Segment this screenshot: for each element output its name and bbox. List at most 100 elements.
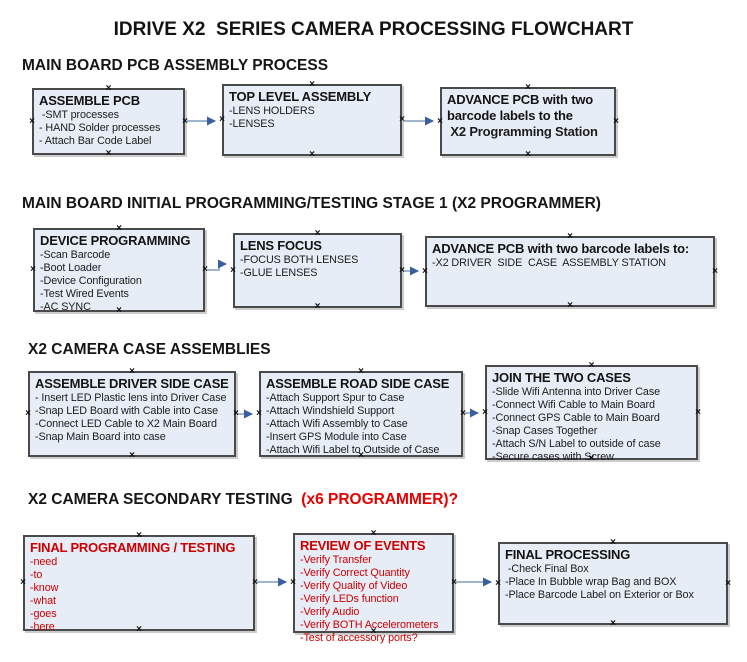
connection-handle-icon: × [567,231,573,242]
flow-box-item: -Attach Windshield Support [266,405,395,417]
connection-handle-icon: × [105,83,112,94]
flow-box-item: -Verify Quality of Video [300,580,408,592]
flow-box-items: -SMT processes- HAND Solder processes- A… [39,109,183,148]
flow-box-item: -Check Final Box [505,563,589,575]
section-heading-programmer-note: (x6 PROGRAMMER)? [297,491,459,508]
flow-box-item: - Insert LED Plastic lens into Driver Ca… [35,392,227,404]
connection-handle-icon: × [610,537,616,548]
connection-handle-icon: × [129,366,135,377]
flow-box-items: -FOCUS BOTH LENSES-GLUE LENSES [240,254,400,280]
section-heading-secondary-testing-black: X2 CAMERA SECONDARY TESTING [28,491,297,508]
flow-box-final-programming-testing[interactable]: FINAL PROGRAMMING / TESTING -need-to-kno… [20,530,258,635]
connection-handle-icon: × [25,408,31,419]
flow-box-items: -Check Final Box-Place In Bubble wrap Ba… [505,563,726,602]
connection-handle-icon: × [309,149,315,160]
connection-handle-icon: × [129,450,135,461]
connection-handle-icon: × [256,408,262,419]
flow-box-item: -LENS HOLDERS [229,105,315,117]
connection-handle-icon: × [136,530,142,541]
flow-box-assemble-road-side-case[interactable]: ASSEMBLE ROAD SIDE CASE -Attach Support … [256,366,466,461]
flow-box-item: -GLUE LENSES [240,267,318,279]
flow-box-title: TOP LEVEL ASSEMBLY [229,89,372,104]
flow-box-item: -Slide Wifi Antenna into Driver Case [492,386,661,398]
flow-box-items: -X2 DRIVER SIDE CASE ASSEMBLY STATION [432,257,713,270]
flow-box-title: FINAL PROGRAMMING / TESTING [30,540,236,555]
flow-box-item: -AC SYNC [40,301,91,313]
flow-box-final-processing[interactable]: FINAL PROCESSING -Check Final Box-Place … [495,537,731,629]
flow-box-item: -Connect GPS Cable to Main Board [492,412,660,424]
connection-handle-icon: × [610,618,616,629]
flow-box-item: -Verify BOTH Accelerometers [300,619,439,631]
connection-handle-icon: × [314,228,321,239]
flow-box-item: -Attach S/N Label to outside of case [492,438,661,450]
connection-handle-icon: × [525,82,531,93]
flow-box-title: ADVANCE PCB with two barcode labels to: [432,241,690,256]
flow-box-item: -Snap LED Board with Cable into Case [35,405,219,417]
flow-box-title: ASSEMBLE DRIVER SIDE CASE [35,376,229,391]
connector-arrow-device-programming-to-lens-focus [207,259,227,271]
flow-box-lens-focus[interactable]: LENS FOCUS -FOCUS BOTH LENSES-GLUE LENSE… [230,228,405,312]
flow-box-item: -Scan Barcode [40,249,111,261]
flow-box-item: -Place In Bubble wrap Bag and BOX [505,576,677,588]
flow-box-items: -need-to-know-what-goes-here [30,556,253,634]
flow-box-items: -Scan Barcode-Boot Loader-Device Configu… [40,249,203,314]
flow-box-item: -goes [30,608,57,620]
flow-box-item: -to [30,569,43,581]
flow-box-item: -Snap Cases Together [492,425,598,437]
connection-handle-icon: × [588,360,595,371]
connection-handle-icon: × [495,577,501,589]
flow-box-item: -Attach Wifi Assembly to Case [266,418,408,430]
flow-box-item: -need [30,556,58,568]
section-heading-initial-programming: MAIN BOARD INITIAL PROGRAMMING/TESTING S… [22,195,601,212]
flow-box-item: -Attach Wifi Label to Outside of Case [266,444,440,456]
flow-box-item: - Attach Bar Code Label [39,135,152,147]
flow-box-assemble-pcb[interactable]: ASSEMBLE PCB -SMT processes- HAND Solder… [29,83,188,159]
connection-handle-icon: × [567,300,573,311]
connection-handle-icon: × [309,79,315,90]
flow-box-item: - HAND Solder processes [39,122,161,134]
flow-box-assemble-driver-side-case[interactable]: ASSEMBLE DRIVER SIDE CASE - Insert LED P… [25,366,239,461]
flow-box-item: -Test of accessory ports? [300,632,418,644]
flowchart-title: IDRIVE X2 SERIES CAMERA PROCESSING FLOWC… [113,19,634,40]
flow-box-item: -Verify Transfer [300,554,372,566]
flow-box-title: DEVICE PROGRAMMING [40,233,191,248]
connection-handle-icon: × [482,406,488,418]
connection-handle-icon: × [314,301,321,312]
connection-handle-icon: × [20,577,26,588]
flow-box-item: -Insert GPS Module into Case [266,431,407,443]
connection-handle-icon: × [105,148,112,159]
flow-box-join-the-two-cases[interactable]: JOIN THE TWO CASES -Slide Wifi Antenna i… [482,360,701,464]
flow-box-advance-to-programming-station[interactable]: ADVANCE PCB with two barcode labels to t… [437,82,619,160]
flow-box-items: - Insert LED Plastic lens into Driver Ca… [35,392,234,444]
flow-box-item: -Test Wired Events [40,288,129,300]
section-heading-case-assemblies: X2 CAMERA CASE ASSEMBLIES [28,341,271,358]
flow-box-item: -Snap Main Board into case [35,431,166,443]
flow-box-advance-to-case-assembly[interactable]: ADVANCE PCB with two barcode labels to: … [422,231,718,311]
flow-box-item: -Verify Audio [300,606,360,618]
flow-box-item: -know [30,582,59,594]
flow-box-items: -Verify Transfer-Verify Correct Quantity… [300,554,452,645]
flow-box-item: -Verify Correct Quantity [300,567,410,579]
flow-box-item: -LENSES [229,118,275,130]
connection-handle-icon: × [422,265,428,277]
flow-box-items: -Slide Wifi Antenna into Driver Case -Con… [492,386,696,464]
flow-box-review-of-events[interactable]: REVIEW OF EVENTS -Verify Transfer-Verify… [290,529,457,645]
connection-handle-icon: × [358,366,364,377]
section-heading-pcb-assembly: MAIN BOARD PCB ASSEMBLY PROCESS [22,57,329,74]
flow-box-title: REVIEW OF EVENTS [300,538,426,553]
flow-box-item: -Device Configuration [40,275,142,287]
flow-box-item: -SMT processes [39,109,119,121]
flow-box-item: -Boot Loader [40,262,102,274]
flow-box-item: -FOCUS BOTH LENSES [240,254,359,266]
flow-box-items: -LENS HOLDERS-LENSES [229,105,400,131]
connection-handle-icon: × [29,115,35,127]
flow-box-item: -Attach Support Spur to Case [266,392,405,404]
connection-handle-icon: × [525,149,531,160]
flow-box-top-level-assembly[interactable]: TOP LEVEL ASSEMBLY -LENS HOLDERS-LENSES … [219,79,405,160]
connection-handle-icon: × [30,264,36,275]
flow-box-item: -Verify LEDs function [300,593,399,605]
flow-box-item: -what [30,595,56,607]
flow-box-device-programming[interactable]: DEVICE PROGRAMMING -Scan Barcode-Boot Lo… [30,224,208,316]
flow-box-item: -Connect LED Cable to X2 Main Board [35,418,217,430]
